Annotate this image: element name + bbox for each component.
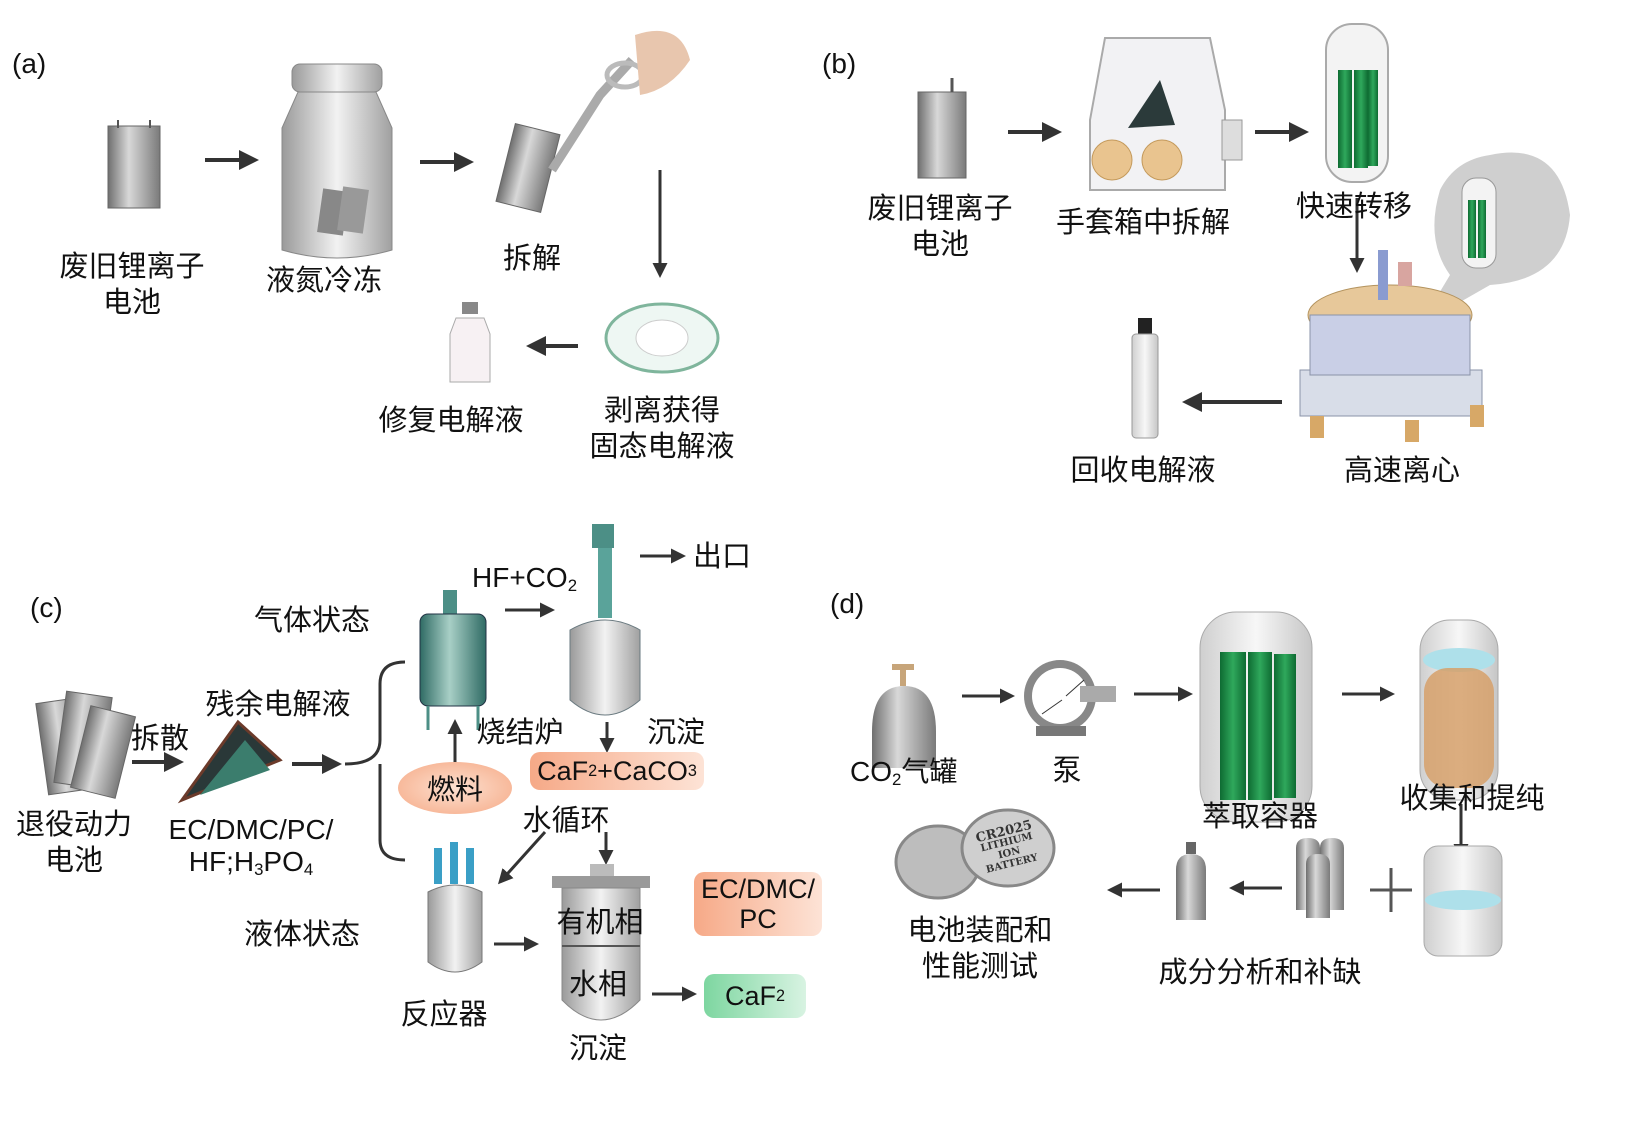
text-line: 退役动力: [15, 807, 132, 841]
panel-b-graphics: [917, 23, 1570, 442]
aqueous-phase-label: 水相: [568, 967, 627, 1001]
text-line: 电池装配和: [907, 913, 1053, 947]
step-recover-electrolyte: 回收电解液: [1070, 453, 1216, 487]
liquid-nitrogen-can-icon: [281, 63, 393, 259]
retired-battery-pack-icon: [35, 690, 137, 799]
retired-battery-label: 退役动力 电池: [12, 806, 136, 878]
gas-state-label: 气体状态: [253, 603, 370, 637]
reagent-bottle-icon: [449, 302, 491, 383]
text-line: 废旧锂离子: [59, 249, 205, 283]
residual-electrolyte-label: 残余电解液: [205, 687, 351, 721]
text-line: HF;H3PO4: [188, 846, 314, 880]
text-line: 电池: [910, 227, 969, 261]
text-line: PC: [739, 904, 777, 934]
step-repair-electrolyte: 修复电解液: [378, 403, 524, 437]
panel-c-label: (c): [30, 592, 63, 623]
text-line: EC/DMC/: [701, 874, 815, 904]
pump-icon: [1024, 660, 1116, 736]
co2-tank-icon: [872, 664, 936, 768]
additive-bottles-icon: [1296, 838, 1344, 918]
battery-pouch-icon: [107, 120, 161, 209]
text-line: 性能测试: [921, 949, 1038, 983]
assembly-test-label: 电池装配和 性能测试: [902, 912, 1058, 984]
composition-analysis-label: 成分分析和补缺: [1158, 955, 1362, 989]
battery-cell-icon: [917, 78, 967, 179]
co2-tank-label: CO2气罐: [850, 755, 958, 790]
extraction-vessel-label: 萃取容器: [1201, 799, 1318, 833]
step-disassemble: 拆解: [502, 241, 561, 275]
purified-container-icon: [1423, 845, 1503, 957]
electrolyte-vial-icon: [1131, 318, 1159, 439]
step-waste-battery: 废旧锂离子 电池: [862, 190, 1018, 262]
zoom-callout-icon: [1420, 152, 1570, 325]
text-line: 电池: [102, 285, 161, 319]
transfer-container-icon: [1325, 23, 1389, 183]
centrifuge-icon: [1299, 250, 1484, 442]
outlet-label: 出口: [692, 539, 751, 573]
electrolyte-bottle-icon: [1176, 842, 1206, 920]
furnace-label: 烧结炉: [476, 715, 564, 749]
petri-dish-solid-electrolyte-icon: [604, 302, 720, 374]
panel-d-label: (d): [830, 588, 865, 619]
absorption-reactor-icon: [569, 524, 641, 716]
text-line: 废旧锂离子: [867, 191, 1013, 225]
step-peel: 剥离获得 固态电解液: [584, 392, 740, 464]
separation-vessel-icon: [552, 864, 650, 1021]
collection-column-icon: [1419, 619, 1499, 801]
scissors-cutting-battery-icon: [495, 30, 690, 213]
organic-phase-label: 有机相: [556, 905, 644, 939]
bottom-precipitate-label: 沉淀: [568, 1031, 627, 1065]
reactor-label: 反应器: [400, 997, 488, 1031]
dismantle-label: 拆散: [130, 721, 189, 755]
glovebox-icon: [1089, 37, 1243, 191]
opened-battery-icon: [177, 719, 283, 804]
panel-a-graphics: [107, 30, 720, 383]
sintering-furnace-icon: [419, 590, 487, 730]
fuel-label: 燃料: [398, 762, 512, 814]
precipitate-label: 沉淀: [646, 715, 705, 749]
extraction-vessel-icon: [1199, 611, 1313, 823]
plus-icon: [1370, 868, 1412, 912]
electrolyte-components: EC/DMC/PC/ HF;H3PO4: [156, 814, 346, 886]
panel-d-graphics: [872, 611, 1503, 957]
pump-label: 泵: [1052, 753, 1082, 787]
collect-purify-label: 收集和提纯: [1399, 781, 1545, 815]
step-transfer: 快速转移: [1295, 189, 1412, 223]
arrow: [497, 830, 547, 885]
text-line: 剥离获得: [603, 393, 720, 427]
panel-b-label: (b): [822, 48, 857, 79]
step-waste-battery: 废旧锂离子 电池: [54, 248, 210, 320]
step-glovebox: 手套箱中拆解: [1055, 205, 1230, 239]
organic-product-box: EC/DMC/ PC: [694, 872, 822, 936]
text-line: 固态电解液: [589, 429, 735, 463]
gas-product-label: HF+CO2: [472, 562, 578, 596]
liquid-reactor-icon: [427, 842, 483, 973]
step-centrifuge: 高速离心: [1343, 453, 1460, 487]
water-cycle-label: 水循环: [522, 803, 610, 837]
split-brace: [344, 660, 406, 862]
liquid-state-label: 液体状态: [243, 917, 360, 951]
text-line: EC/DMC/PC/: [168, 814, 334, 845]
coin-cell-icon: [894, 808, 1056, 900]
panel-a-label: (a): [12, 48, 47, 79]
panel-c-graphics: [35, 524, 697, 1021]
text-line: 电池: [44, 843, 103, 877]
step-freeze: 液氮冷冻: [265, 263, 382, 297]
